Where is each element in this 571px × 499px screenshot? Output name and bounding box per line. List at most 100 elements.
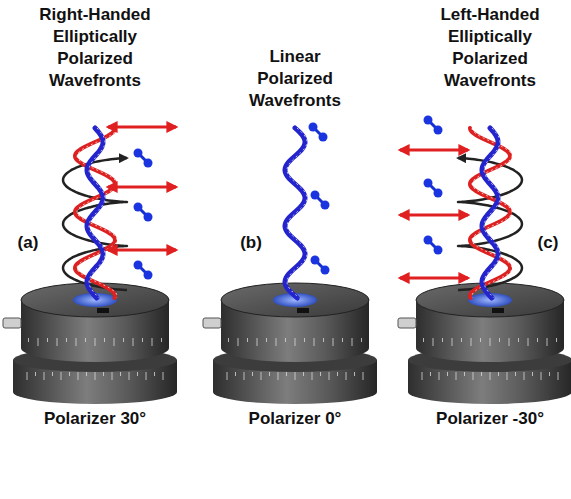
panel-letter: (c) [528, 232, 568, 254]
red-helix [470, 128, 510, 298]
photon-lobe [144, 159, 153, 168]
scale-tick [247, 338, 248, 342]
angle-label: Polarizer 30° [0, 408, 195, 430]
blue-helix [482, 128, 498, 298]
scale-tick [142, 338, 143, 342]
red-helix-shade [77, 128, 117, 298]
scale-tick [363, 372, 364, 380]
scale-tick [342, 338, 343, 342]
scale-tick [471, 338, 472, 346]
scale-tick [154, 372, 155, 376]
scale-tick [507, 372, 508, 380]
blue-helix [285, 128, 305, 298]
scale-tick [238, 338, 239, 346]
scale-tick [163, 372, 164, 380]
scale-tick [269, 372, 270, 376]
scale-tick [524, 372, 525, 380]
scale-tick [456, 372, 457, 380]
stage-top [21, 283, 169, 317]
field-vector [400, 149, 468, 152]
photon-lobe [309, 123, 318, 132]
photon-symbol [424, 236, 443, 255]
photon-lobe [311, 256, 320, 265]
photon-lobe [134, 261, 143, 270]
scale-tick [303, 372, 304, 376]
photon-lobe [144, 271, 153, 280]
photon-lobe [424, 179, 433, 188]
scale-tick [295, 338, 296, 346]
scale-tick [28, 338, 29, 342]
photon-symbol [311, 256, 330, 275]
photon-symbol [424, 116, 443, 135]
photon-symbol [424, 179, 443, 198]
scale-tick [541, 372, 542, 380]
scale-tick [44, 372, 45, 380]
scale-tick [103, 372, 104, 376]
scale-tick [329, 372, 330, 380]
scale-tick [323, 338, 324, 342]
scale-tick [152, 338, 153, 346]
scale-tick [38, 338, 39, 346]
photon-lobe [434, 189, 443, 198]
scale-tick [104, 338, 105, 342]
lock-knob [203, 318, 221, 328]
scale-tick [27, 372, 28, 380]
lock-knob [3, 318, 21, 328]
scale-tick [442, 338, 443, 342]
photon-lobe [434, 126, 443, 135]
scale-tick [114, 338, 115, 346]
photon-lobe [321, 201, 330, 210]
scale-tick [423, 338, 424, 342]
scale-tick [439, 372, 440, 380]
scale-tick [69, 372, 70, 376]
scale-tick [252, 372, 253, 376]
stage-screw [97, 308, 109, 313]
field-vector [400, 277, 468, 280]
blue-helix [87, 128, 103, 298]
stage-screw [297, 308, 309, 313]
scale-tick [518, 338, 519, 342]
scale-tick [498, 372, 499, 376]
scale-tick [532, 372, 533, 376]
scale-tick [228, 338, 229, 342]
field-vector [108, 186, 176, 189]
scale-tick [490, 338, 491, 346]
scale-tick [95, 338, 96, 346]
scale-tick [422, 372, 423, 380]
scale-tick [76, 338, 77, 346]
photon-lobe [319, 133, 328, 142]
scale-tick [461, 338, 462, 342]
photon-lobe [424, 116, 433, 125]
scale-tick [95, 372, 96, 380]
field-vector [108, 126, 176, 129]
lock-knob [398, 318, 416, 328]
field-vector [108, 249, 176, 252]
scale-tick [452, 338, 453, 346]
scale-tick [337, 372, 338, 376]
scale-tick [235, 372, 236, 376]
rotation-stage [3, 283, 177, 404]
scale-tick [85, 338, 86, 342]
photon-symbol [134, 149, 153, 168]
scale-tick [146, 372, 147, 380]
blue-helix-shade [89, 128, 105, 298]
photon-lobe [321, 266, 330, 275]
scale-tick [430, 372, 431, 376]
scale-tick [537, 338, 538, 342]
stage-screw [492, 308, 504, 313]
scale-tick [86, 372, 87, 376]
scale-tick [261, 372, 262, 380]
stage-top [416, 283, 564, 317]
photon-symbol [134, 203, 153, 222]
panel-heading: Right-Handed Elliptically Polarized Wave… [25, 4, 165, 92]
scale-tick [137, 372, 138, 376]
scale-tick [227, 372, 228, 380]
rotation-stage [398, 283, 571, 404]
scale-tick [161, 338, 162, 342]
scale-tick [285, 338, 286, 342]
scale-tick [447, 372, 448, 376]
scale-tick [278, 372, 279, 380]
scale-tick [509, 338, 510, 346]
scale-tick [304, 338, 305, 342]
